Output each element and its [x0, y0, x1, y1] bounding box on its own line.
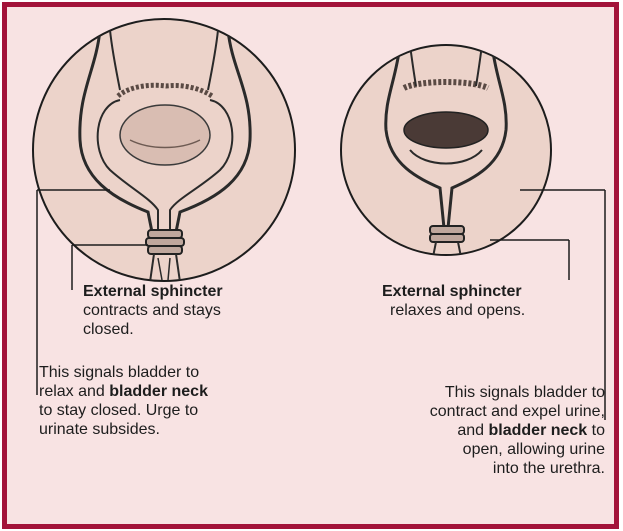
bladder-open-illustration	[341, 45, 605, 420]
right-signal-line-3: and bladder neck to	[457, 421, 605, 440]
left-heading: External sphincter	[83, 282, 223, 301]
right-caption-line-1: relaxes and opens.	[390, 301, 525, 320]
right-heading: External sphincter	[382, 282, 522, 301]
right-signal-line-5: into the urethra.	[493, 459, 605, 478]
right-signal-text-post: to	[587, 422, 605, 439]
right-signal-line-2: contract and expel urine,	[430, 402, 605, 421]
right-bladder-neck-term: bladder neck	[489, 422, 588, 439]
left-signal-line-4: urinate subsides.	[39, 420, 160, 439]
left-signal-line-3: to stay closed. Urge to	[39, 401, 198, 420]
left-bladder-neck-term: bladder neck	[109, 383, 208, 400]
right-magnifier-circle	[341, 45, 551, 255]
left-caption-line-2: closed.	[83, 320, 134, 339]
left-caption-line-1: contracts and stays	[83, 301, 221, 320]
right-signal-text-pre: and	[457, 422, 488, 439]
left-signal-text: relax and	[39, 383, 109, 400]
left-signal-line-2: relax and bladder neck	[39, 382, 208, 401]
left-signal-line-1: This signals bladder to	[39, 363, 199, 382]
right-signal-line-4: open, allowing urine	[463, 440, 605, 459]
bladder-closed-illustration	[33, 19, 295, 395]
right-signal-line-1: This signals bladder to	[445, 383, 605, 402]
